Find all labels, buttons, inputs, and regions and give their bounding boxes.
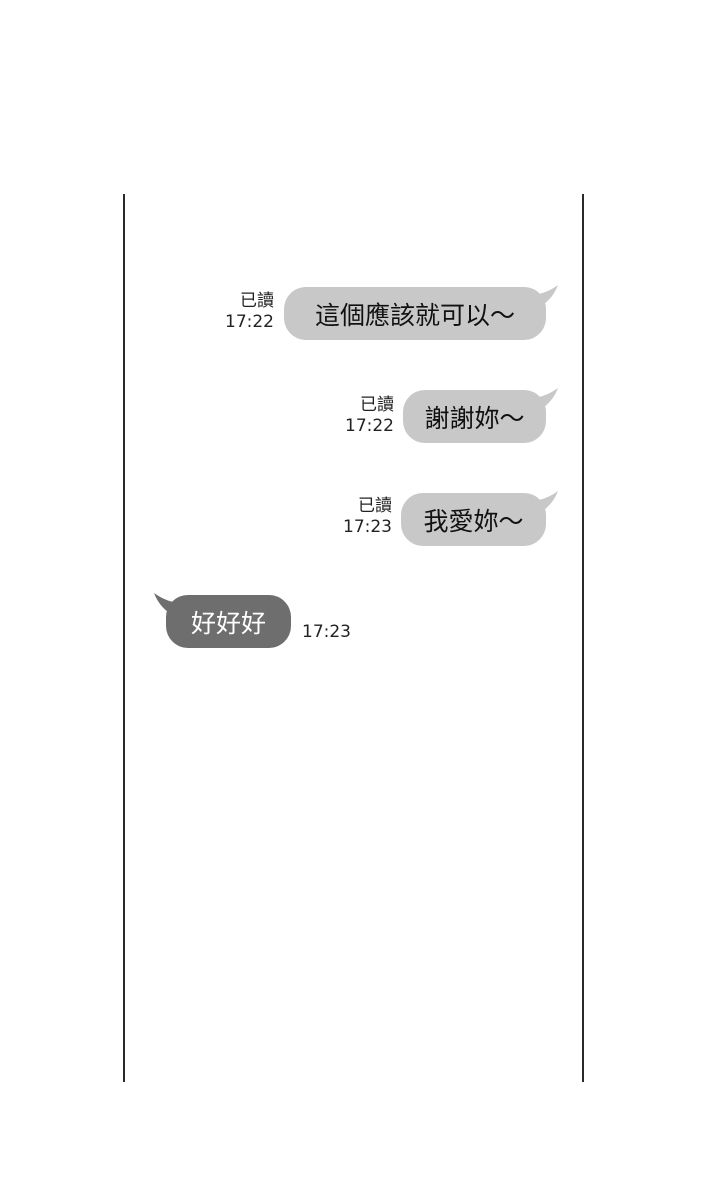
read-receipt: 已讀: [240, 291, 274, 311]
message-meta: 已讀 17:22: [210, 291, 274, 333]
message-meta: 已讀 17:22: [330, 395, 394, 437]
frame-line-right: [582, 194, 584, 1082]
message-time: 17:22: [225, 312, 274, 332]
incoming-message-bubble[interactable]: 好好好: [154, 593, 291, 648]
message-text: 我愛妳～: [423, 506, 524, 536]
bubble-tail-icon: [530, 491, 558, 515]
outgoing-message-bubble[interactable]: 這個應該就可以～: [284, 285, 558, 340]
read-receipt: 已讀: [358, 496, 392, 516]
message-meta: 已讀 17:23: [328, 496, 392, 538]
frame-line-left: [123, 194, 125, 1082]
message-time: 17:23: [343, 517, 392, 537]
outgoing-message-bubble[interactable]: 謝謝妳～: [403, 388, 558, 443]
message-time: 17:22: [345, 416, 394, 436]
bubble-tail-icon: [530, 285, 558, 309]
message-text: 謝謝妳～: [424, 403, 525, 433]
message-text: 這個應該就可以～: [314, 300, 515, 330]
message-time: 17:23: [302, 622, 351, 642]
read-receipt: 已讀: [360, 395, 394, 415]
bubble-tail-icon: [530, 388, 558, 412]
message-text: 好好好: [190, 608, 266, 638]
bubble-tail-icon: [154, 593, 182, 617]
outgoing-message-bubble[interactable]: 我愛妳～: [401, 491, 558, 546]
